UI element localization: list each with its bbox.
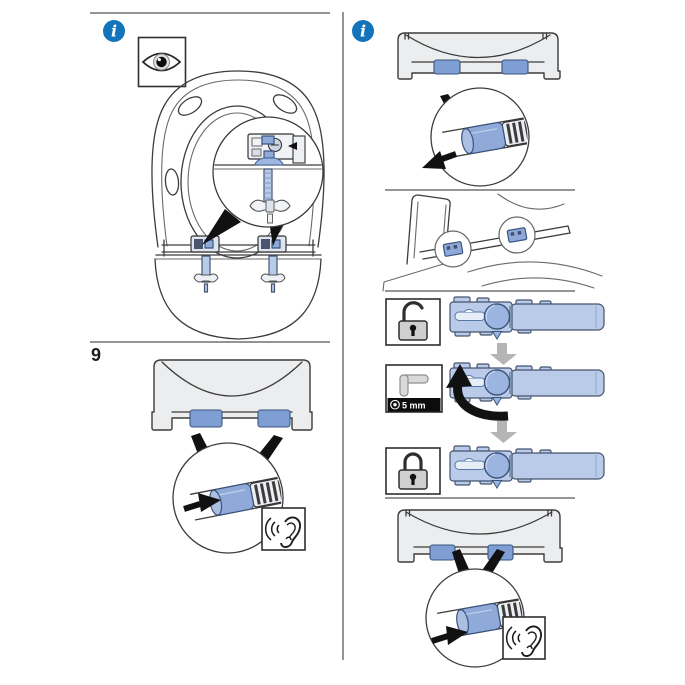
- fixing-bolt-left: [193, 255, 219, 293]
- seat-underside: [151, 359, 313, 431]
- lock-sequence-figure: 5 mm: [385, 296, 605, 495]
- hinge-detail-circle: [434, 230, 472, 268]
- eye-symbol-box: [137, 36, 187, 88]
- arrow-right-icon: [183, 493, 221, 512]
- hinge-detail-circle: [498, 216, 536, 254]
- down-arrow-icon: [490, 421, 517, 443]
- hinge-assembly: [449, 296, 605, 340]
- tool-size-strip: [387, 398, 441, 412]
- push-in-pin-figure: [397, 509, 563, 668]
- step-divider: [90, 341, 330, 343]
- seat-on-bowl-figure: [382, 193, 603, 292]
- figure-divider: [385, 290, 575, 292]
- seat-hinge-right: [257, 235, 287, 253]
- toilet-lid-outline: [151, 70, 325, 259]
- curved-arrow-icon: [446, 364, 509, 421]
- seat-underside: [397, 509, 563, 563]
- info-icon: [103, 20, 125, 42]
- seat-assembly-figure: [151, 70, 325, 340]
- fixing-bolt-right: [260, 255, 286, 293]
- click-ear-box: [502, 616, 546, 660]
- lock-closed-icon: [398, 452, 428, 490]
- hinge-socket-tab: [189, 409, 223, 428]
- push-in-pin-figure: [151, 359, 313, 554]
- hinge-bar: [161, 239, 316, 257]
- ceramic-bowl-outline: [154, 254, 322, 340]
- seat-underside: [397, 32, 561, 80]
- pull-out-pin-figure: [397, 32, 561, 187]
- left-top-divider: [90, 12, 330, 14]
- magnifier-pointer-icon: [202, 209, 241, 245]
- lock-open-icon: [398, 301, 428, 341]
- hinge-socket-tab: [257, 409, 291, 428]
- figure-divider: [385, 497, 575, 499]
- hex-socket-icon: [390, 399, 400, 410]
- hinge-assembly: [449, 445, 605, 489]
- figure-divider: [385, 189, 575, 191]
- hinge-cross-section: [214, 133, 322, 224]
- arrow-right-icon: [431, 626, 468, 645]
- hinge-socket-tab: [501, 59, 529, 75]
- eye-icon: [141, 52, 182, 72]
- click-ear-box: [261, 507, 306, 551]
- seat-hinge-left: [190, 235, 220, 253]
- hinge-socket-tab: [433, 59, 461, 75]
- arrow-left-icon: [422, 151, 458, 169]
- ceramic-edge: [382, 193, 603, 292]
- hinge-assembly: [449, 362, 605, 406]
- allen-key-size-label: 5 mm: [402, 401, 426, 411]
- down-arrow-icon: [490, 343, 517, 365]
- panel-divider: [342, 12, 344, 660]
- hinge-socket-tab: [429, 544, 456, 561]
- step-number: 9: [91, 345, 102, 365]
- allen-key-icon: [399, 374, 429, 397]
